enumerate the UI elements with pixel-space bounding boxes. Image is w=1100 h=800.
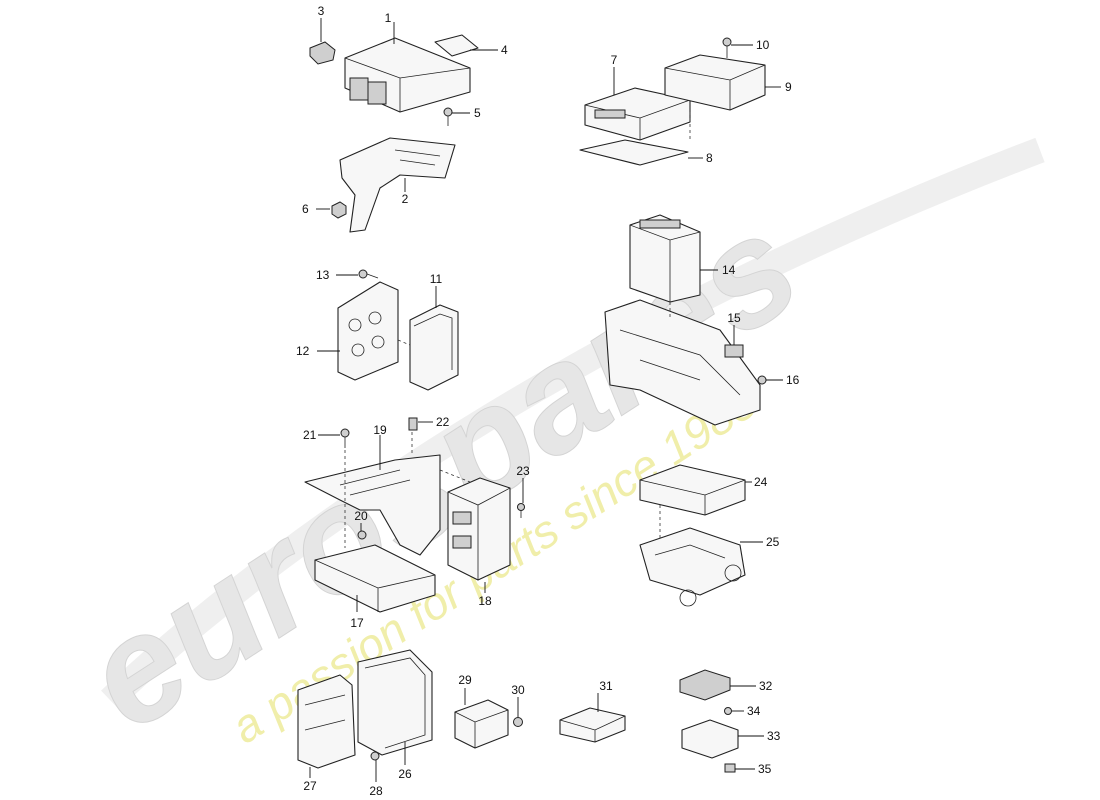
cover-8-icon[interactable] <box>579 139 689 166</box>
callout-5[interactable]: 5 <box>474 106 481 120</box>
callout-21[interactable]: 21 <box>303 428 317 442</box>
bracket-19-icon[interactable] <box>304 454 441 556</box>
screw-21-icon[interactable] <box>340 428 350 448</box>
callout-31[interactable]: 31 <box>599 679 613 693</box>
clip-15-icon[interactable] <box>724 344 744 358</box>
connector-32-icon[interactable] <box>679 669 731 701</box>
callout-35[interactable]: 35 <box>758 762 772 776</box>
callout-27[interactable]: 27 <box>303 779 317 793</box>
callout-4[interactable]: 4 <box>501 43 508 57</box>
control-unit-18-icon[interactable] <box>447 477 511 581</box>
bracket-14-holder-icon[interactable] <box>604 299 761 426</box>
callout-29[interactable]: 29 <box>458 673 472 687</box>
callout-20[interactable]: 20 <box>354 509 368 523</box>
callout-11[interactable]: 11 <box>430 272 443 286</box>
connector-cover-4-icon[interactable] <box>434 34 479 57</box>
bracket-25-icon[interactable] <box>639 527 746 607</box>
screw-20-icon[interactable] <box>357 530 367 540</box>
control-unit-9-icon[interactable] <box>664 54 766 111</box>
leader-lines <box>309 18 783 782</box>
callouts: 1 2 3 4 5 6 7 8 9 10 11 12 13 14 15 16 1… <box>296 4 800 798</box>
screw-10-icon[interactable] <box>722 37 732 58</box>
bracket-2-icon[interactable] <box>339 137 456 233</box>
callout-15[interactable]: 15 <box>727 311 741 325</box>
watermark-swoosh <box>101 137 1045 710</box>
callout-23[interactable]: 23 <box>516 464 530 478</box>
control-unit-14-icon[interactable] <box>629 214 701 303</box>
nut-30-icon[interactable] <box>513 717 523 727</box>
callout-12[interactable]: 12 <box>296 344 310 358</box>
screw-13-icon[interactable] <box>358 269 379 279</box>
callout-8[interactable]: 8 <box>706 151 713 165</box>
holder-33-icon[interactable] <box>681 719 739 759</box>
callout-6[interactable]: 6 <box>302 202 309 216</box>
callout-26[interactable]: 26 <box>398 767 412 781</box>
control-unit-1-icon[interactable] <box>344 37 471 113</box>
callout-19[interactable]: 19 <box>373 423 387 437</box>
connector-3-icon[interactable] <box>309 41 336 65</box>
watermark: eurospares a passion for parts since 198… <box>55 137 1045 762</box>
callout-32[interactable]: 32 <box>759 679 773 693</box>
callout-24[interactable]: 24 <box>754 475 768 489</box>
control-unit-7-icon[interactable] <box>584 87 691 141</box>
screw-23-icon[interactable] <box>517 503 525 519</box>
clip-22-icon[interactable] <box>408 417 418 431</box>
callout-22[interactable]: 22 <box>436 415 450 429</box>
nut-6-icon[interactable] <box>331 201 347 219</box>
callout-16[interactable]: 16 <box>786 373 800 387</box>
callout-25[interactable]: 25 <box>766 535 780 549</box>
callout-7[interactable]: 7 <box>611 53 618 67</box>
relay-29-icon[interactable] <box>454 699 509 749</box>
callout-14[interactable]: 14 <box>722 263 736 277</box>
clip-35-icon[interactable] <box>724 763 736 773</box>
callout-3[interactable]: 3 <box>318 4 325 18</box>
screw-5-icon[interactable] <box>443 107 453 126</box>
callout-34[interactable]: 34 <box>747 704 761 718</box>
callout-9[interactable]: 9 <box>785 80 792 94</box>
control-unit-24-icon[interactable] <box>639 464 746 516</box>
screw-28-icon[interactable] <box>370 751 380 761</box>
callout-17[interactable]: 17 <box>350 616 364 630</box>
control-unit-26-icon[interactable] <box>357 649 433 756</box>
callout-33[interactable]: 33 <box>767 729 781 743</box>
callout-10[interactable]: 10 <box>756 38 770 52</box>
callout-1[interactable]: 1 <box>385 11 392 25</box>
control-unit-17-icon[interactable] <box>314 544 436 613</box>
callout-28[interactable]: 28 <box>369 784 383 798</box>
callout-30[interactable]: 30 <box>511 683 525 697</box>
nut-16-icon[interactable] <box>757 375 767 385</box>
control-unit-31-icon[interactable] <box>559 707 626 743</box>
mounting-plate-12-icon[interactable] <box>337 281 399 381</box>
bracket-27-icon[interactable] <box>297 674 356 769</box>
callout-13[interactable]: 13 <box>316 268 330 282</box>
callout-18[interactable]: 18 <box>478 594 492 608</box>
control-unit-11-icon[interactable] <box>409 304 459 391</box>
screw-34-icon[interactable] <box>724 707 732 715</box>
callout-2[interactable]: 2 <box>402 192 409 206</box>
